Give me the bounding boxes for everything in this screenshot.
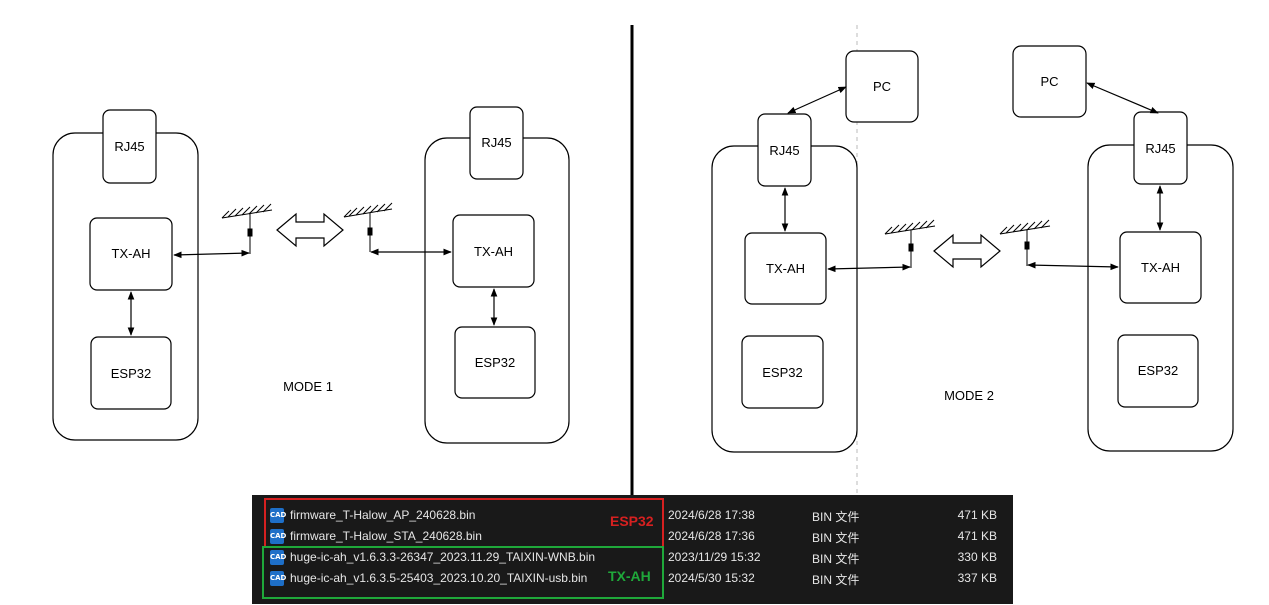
txah-group-box: [262, 546, 664, 599]
mode1-left-rj45-box: [102, 109, 157, 184]
file-list-panel: CAD firmware_T-Halow_AP_240628.bin 2024/…: [252, 495, 1013, 604]
file-type: BIN 文件: [812, 510, 860, 524]
file-size: 337 KB: [957, 571, 997, 585]
mode1-left-device: RJ45 TX-AH ESP32: [52, 109, 199, 441]
mode2-left-pc-rj45-arrow: [787, 86, 847, 114]
cad-file-icon: CAD: [270, 550, 286, 565]
mode1-left-esp32-box: [90, 336, 172, 410]
mode2-left-pc-box: [845, 50, 919, 123]
mode1-left-esp32-label: ESP32: [111, 366, 151, 381]
mode2-left-txah-antenna-arrow: [827, 263, 911, 273]
mode1-right-rj45-label: RJ45: [481, 135, 511, 150]
mode2-right-antenna-icon: [999, 219, 1051, 266]
mode2-left-antenna-icon: [884, 219, 936, 268]
file-name: firmware_T-Halow_AP_240628.bin: [290, 508, 476, 522]
mode2-left-pc-label: PC: [873, 79, 891, 94]
mode1-right-txah-label: TX-AH: [474, 244, 513, 259]
file-date: 2023/11/29 15:32: [668, 550, 761, 564]
mode2-right-pc-rj45-arrow: [1086, 82, 1159, 114]
cad-file-icon: CAD: [270, 529, 286, 544]
file-name: firmware_T-Halow_STA_240628.bin: [290, 529, 482, 543]
mode1-right-device: RJ45 TX-AH ESP32: [424, 106, 570, 444]
file-size: 471 KB: [957, 529, 997, 543]
mode2-right-txah-box: [1119, 231, 1202, 304]
mode1-left-txah-box: [89, 217, 173, 291]
mode1-right-esp32-box: [454, 326, 536, 399]
file-type: BIN 文件: [812, 552, 860, 566]
file-date: 2024/6/28 17:38: [668, 508, 755, 522]
mode1-label: MODE 1: [283, 379, 333, 394]
mode2-left-rj45-label: RJ45: [769, 143, 799, 158]
cad-file-icon: CAD: [270, 508, 286, 523]
mode2-left-esp32-label: ESP32: [762, 365, 802, 380]
mode2-left-txah-label: TX-AH: [766, 261, 805, 276]
mode2-right-rj45-label: RJ45: [1145, 141, 1175, 156]
file-row[interactable]: CAD firmware_T-Halow_AP_240628.bin 2024/…: [252, 505, 1013, 526]
mode2-right-txah-label: TX-AH: [1141, 260, 1180, 275]
mode2-right-esp32-label: ESP32: [1138, 363, 1178, 378]
mode2-right-esp32-box: [1117, 334, 1199, 408]
txah-group-label: TX-AH: [608, 568, 651, 584]
file-name: huge-ic-ah_v1.6.3.3-26347_2023.11.29_TAI…: [290, 550, 596, 564]
mode1-left-txah-antenna-arrow: [173, 249, 250, 259]
mode1-right-rj45-box: [469, 106, 524, 180]
mode2-left-rj45-box: [757, 113, 812, 187]
mode1-left-antenna-icon: [221, 203, 273, 254]
mode1-right-esp32-label: ESP32: [475, 355, 515, 370]
mode2-left-esp32-box: [741, 335, 824, 409]
file-name: huge-ic-ah_v1.6.3.5-25403_2023.10.20_TAI…: [290, 571, 588, 585]
mode1-left-rj45-label: RJ45: [114, 139, 144, 154]
file-date: 2024/6/28 17:36: [668, 529, 755, 543]
file-row[interactable]: CAD huge-ic-ah_v1.6.3.5-25403_2023.10.20…: [252, 568, 1013, 589]
mode1-right-txah-box: [452, 214, 535, 288]
file-row[interactable]: CAD firmware_T-Halow_STA_240628.bin 2024…: [252, 526, 1013, 547]
file-date: 2024/5/30 15:32: [668, 571, 755, 585]
mode2-right-pc: PC: [1012, 45, 1087, 118]
mode2-right-device: RJ45 TX-AH ESP32: [1087, 111, 1234, 452]
file-type: BIN 文件: [812, 573, 860, 587]
file-row[interactable]: CAD huge-ic-ah_v1.6.3.3-26347_2023.11.29…: [252, 547, 1013, 568]
esp32-group-box: [264, 498, 664, 548]
file-type: BIN 文件: [812, 531, 860, 545]
mode2-label: MODE 2: [944, 388, 994, 403]
mode2-left-pc: PC: [845, 50, 919, 123]
mode1-right-antenna-icon: [343, 202, 393, 252]
mode2-wireless-link-arrow: [933, 233, 1001, 269]
mode2-right-pc-label: PC: [1040, 74, 1058, 89]
mode2-left-device: RJ45 TX-AH ESP32: [711, 113, 858, 453]
file-size: 330 KB: [957, 550, 997, 564]
mode2-right-antenna-txah-arrow: [1027, 261, 1119, 271]
cad-file-icon: CAD: [270, 571, 286, 586]
mode1-wireless-link-arrow: [276, 212, 344, 248]
file-size: 471 KB: [957, 508, 997, 522]
esp32-group-label: ESP32: [610, 513, 654, 529]
mode2-right-pc-box: [1012, 45, 1087, 118]
mode2-right-rj45-box: [1133, 111, 1188, 185]
mode2-left-txah-box: [744, 232, 827, 305]
mode1-left-txah-label: TX-AH: [112, 246, 151, 261]
